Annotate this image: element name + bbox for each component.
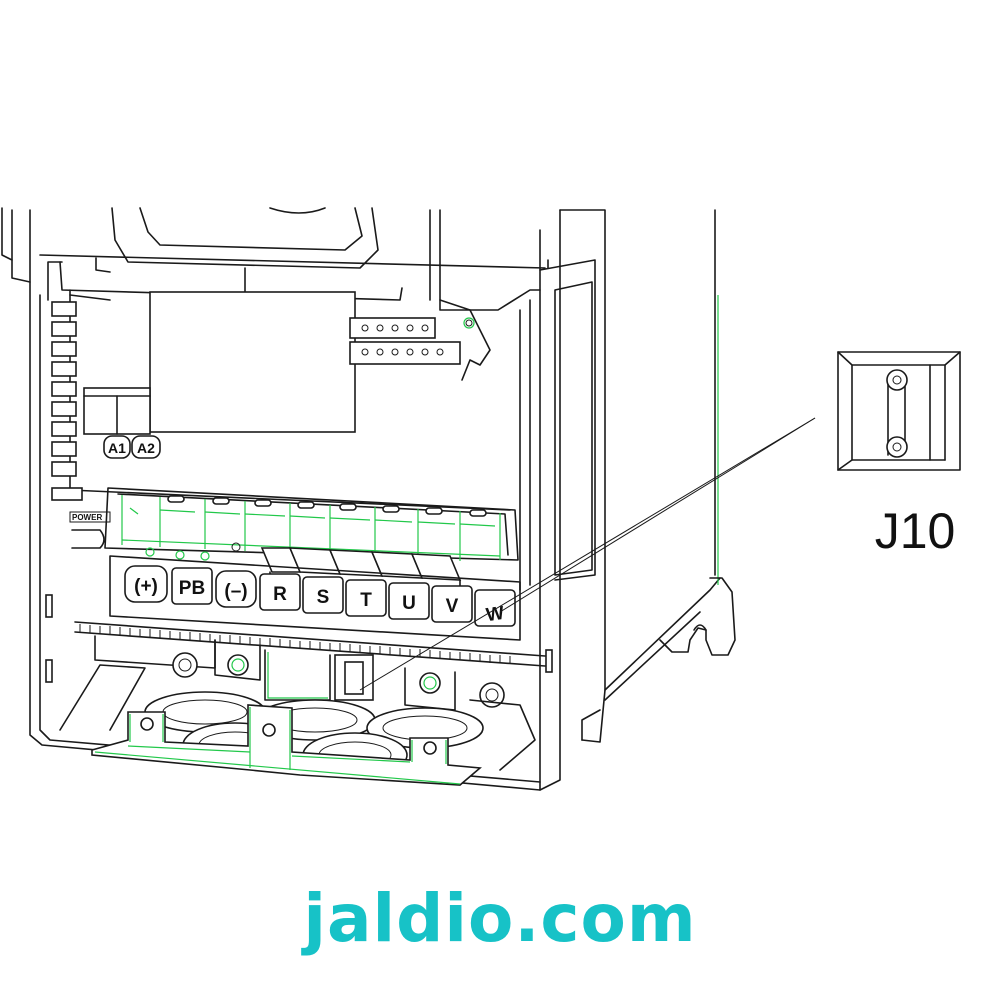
terminal-minus-label: (–) xyxy=(224,581,247,602)
side-connector-stack xyxy=(51,301,83,501)
ground-bracket xyxy=(91,704,482,786)
jumper-blocks xyxy=(260,547,462,587)
terminal-pb-box xyxy=(171,567,213,605)
callout-leader xyxy=(359,417,816,691)
keypad-cover xyxy=(39,207,549,301)
power-indicator: POWER xyxy=(69,511,111,549)
terminal-r-label: R xyxy=(273,584,287,605)
terminal-a2-label: A2 xyxy=(137,440,155,456)
terminal-u-label: U xyxy=(402,593,416,614)
terminal-pb-label: PB xyxy=(179,578,205,599)
control-pcb-label-area xyxy=(149,291,356,433)
terminal-u-box xyxy=(388,582,430,620)
terminal-minus-box xyxy=(215,570,257,608)
power-label: POWER xyxy=(72,513,102,522)
terminal-plus-label: (+) xyxy=(134,576,158,597)
terminal-t-label: T xyxy=(360,590,372,611)
drive-housing xyxy=(1,207,736,791)
terminal-s-label: S xyxy=(317,587,330,608)
terminal-plus-box xyxy=(124,565,168,603)
terminal-v-box xyxy=(431,585,473,623)
terminal-a1-label: A1 xyxy=(108,440,126,456)
terminal-v-label: V xyxy=(446,596,459,617)
terminal-s-box xyxy=(302,576,344,614)
control-terminal-block xyxy=(349,317,461,365)
main-terminal-strip: (+) PB (–) R S T U V W xyxy=(109,555,521,641)
terminal-w-label: W xyxy=(485,603,506,626)
terminal-t-box xyxy=(345,579,387,617)
power-board xyxy=(104,487,519,561)
terminal-screw-row xyxy=(45,594,553,683)
terminal-w-box xyxy=(474,589,516,627)
j10-label: J10 xyxy=(875,503,956,559)
watermark-text: jaldio.com xyxy=(303,880,697,957)
lower-mounting-area xyxy=(59,635,536,771)
j10-detail: J10 xyxy=(837,351,961,559)
terminal-r-box xyxy=(259,573,301,611)
relay-terminal-block: A1 A2 xyxy=(83,387,161,459)
